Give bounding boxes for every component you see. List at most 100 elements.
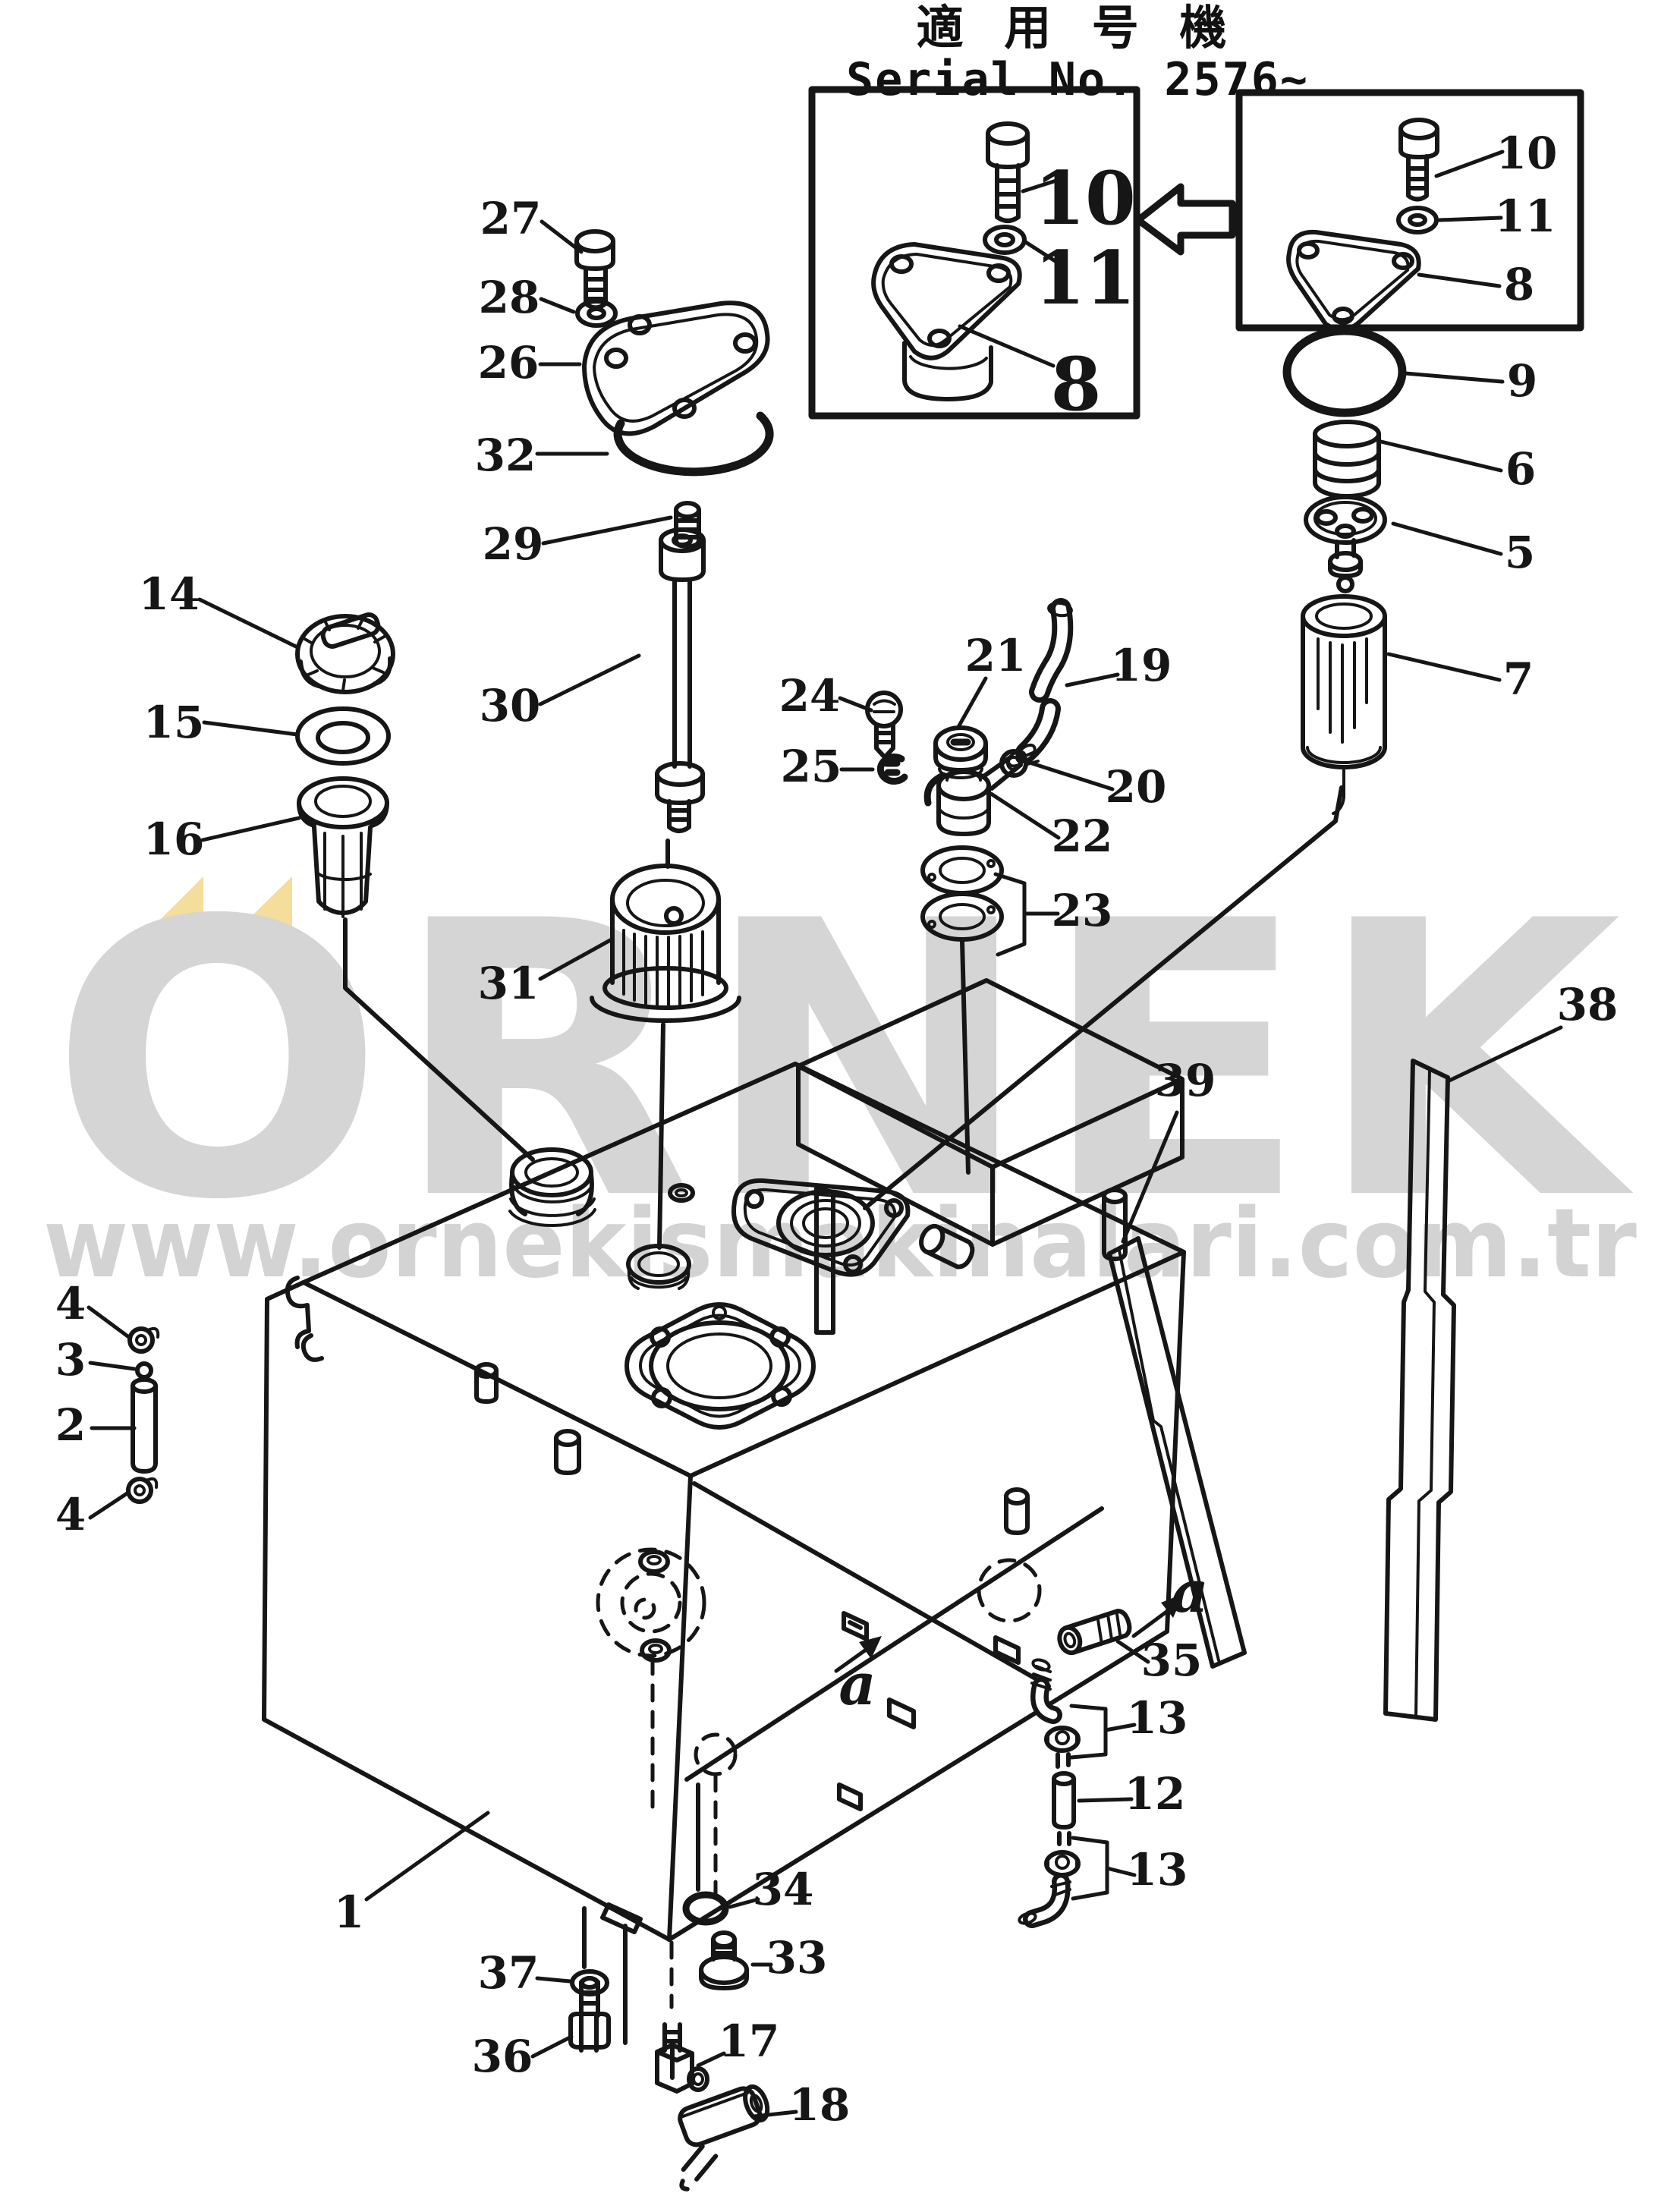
view-arrow-line (834, 1646, 870, 1673)
part-label: 30 (480, 680, 541, 732)
leader-line (1386, 652, 1502, 682)
elbow-icon (1018, 1873, 1071, 1928)
watermark: ORNEK www.ornekismakinalari.com.tr (43, 841, 1637, 1299)
part-label: 33 (766, 1932, 828, 1984)
leader-line (1391, 521, 1503, 556)
clip-bracket-icon (842, 1611, 869, 1641)
bracket-line (1071, 1836, 1109, 1901)
view-marker-layer: aa (834, 1558, 1209, 1718)
callout-layer: 1011810118965727282632293031141516242521… (55, 127, 1619, 2131)
part-label: 38 (1557, 979, 1619, 1030)
leader-line (88, 1361, 137, 1371)
part-label: 18 (789, 2079, 851, 2131)
cover-plate-38 (1383, 1059, 1456, 1722)
leader-line (1447, 1025, 1563, 1083)
clip-icon (127, 1326, 160, 1354)
drain-valve-body-icon (923, 750, 1027, 836)
leader-line (1434, 149, 1505, 178)
washer-icon (983, 225, 1027, 255)
leader-line (1417, 272, 1502, 288)
watermark-brand: ORNEK (49, 841, 1636, 1282)
diagram (126, 86, 1584, 2191)
bracket-line (1069, 1704, 1108, 1760)
leader-line (88, 1490, 131, 1520)
leader-line (364, 1811, 490, 1902)
pin-icon (1057, 1609, 1132, 1656)
o-ring-icon (1282, 326, 1407, 417)
leader-line (197, 597, 298, 649)
filter-element-icon (1301, 594, 1387, 815)
part-label: 15 (143, 697, 205, 748)
ball-icon (135, 1361, 153, 1380)
header-title-jp: 適 用 号 機 (917, 0, 1239, 55)
drain-cock-icon (678, 2084, 770, 2191)
part-label: 11 (1034, 235, 1136, 321)
leader-line (1121, 1110, 1179, 1244)
part-label: 28 (479, 272, 540, 323)
fitting-icon (674, 501, 701, 549)
view-arrow-head-icon (1161, 1594, 1184, 1618)
part-label: 29 (483, 518, 544, 570)
part-label: 11 (1495, 190, 1556, 242)
bolt-icon (574, 229, 615, 310)
part-label: 39 (1155, 1055, 1216, 1106)
part-label: 5 (1505, 527, 1535, 578)
leader-line (87, 1305, 132, 1340)
part-label: 14 (139, 568, 200, 620)
filler-strainer-icon (297, 776, 389, 918)
leader-line (1022, 239, 1059, 264)
leader-line (539, 297, 576, 314)
part-label: 4 (55, 1489, 86, 1540)
part-label: 31 (478, 958, 540, 1009)
leader-line (200, 816, 301, 842)
leader-line (538, 937, 614, 981)
leader-line (956, 676, 988, 729)
part-label: 24 (779, 670, 841, 722)
part-label: 37 (478, 1947, 540, 1999)
leader-line (530, 2034, 574, 2059)
leader-line (541, 515, 673, 546)
part-label: 7 (1503, 653, 1534, 705)
leader-line (752, 2110, 798, 2119)
part-label: 34 (753, 1864, 814, 1915)
view-arrow-head-icon (859, 1636, 882, 1659)
leader-line (202, 720, 300, 737)
watermark-triangle-icon (228, 876, 292, 939)
leader-line (1437, 216, 1503, 222)
filler-cap-icon (295, 612, 395, 694)
inset-box-right (1235, 89, 1584, 332)
leader-line (1403, 371, 1505, 384)
suction-rod-icon (655, 527, 706, 833)
filter-cover-icon (1286, 229, 1421, 332)
part-label: 26 (478, 337, 540, 389)
leader-line (535, 1976, 572, 1984)
bracket-icon (814, 1186, 835, 1335)
leader-line (838, 696, 873, 713)
boss-icon (554, 1429, 581, 1475)
part-label: 16 (143, 813, 205, 865)
grommet-icon (933, 725, 988, 779)
part-label: 23 (1052, 885, 1113, 936)
inset-box-left (808, 86, 1140, 420)
leader-line (728, 1897, 760, 1909)
part-label: 17 (719, 2015, 780, 2067)
elbow-icon (1030, 1658, 1062, 1724)
filter-flange-icon (731, 1178, 975, 1277)
part-label: 19 (1111, 640, 1172, 691)
view-label: a (1171, 1558, 1208, 1625)
washer-icon (575, 299, 618, 328)
view-arrow-line (1131, 1608, 1171, 1638)
elbow-fitting-icon (655, 2022, 709, 2094)
clip-bracket-icon (837, 1782, 863, 1811)
leader-line (989, 791, 1061, 840)
leader-line (958, 324, 1056, 368)
part-label: 27 (480, 193, 542, 244)
hook-icon (285, 1276, 311, 1349)
washer-icon (1396, 206, 1439, 234)
nut-icon (638, 1550, 670, 1574)
leader-line (1115, 1639, 1150, 1664)
leader-line (1030, 761, 1115, 791)
tank-cover-icon (582, 300, 770, 436)
hose-icon (1015, 598, 1074, 764)
